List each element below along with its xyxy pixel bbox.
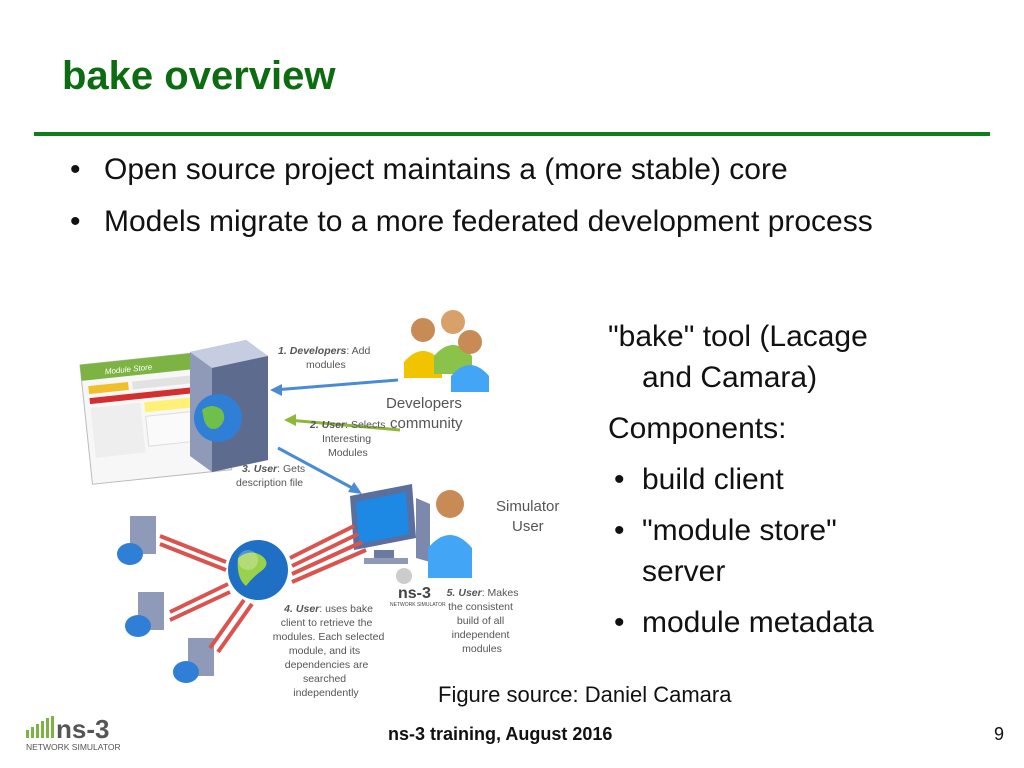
step2-label: 2.User: Selects Interesting Modules	[309, 419, 388, 459]
internet-globe-icon	[228, 540, 288, 600]
page-number: 9	[993, 724, 1004, 744]
slide-title: bake overview	[62, 54, 336, 98]
component-item: "module store" server	[608, 510, 872, 592]
arrow-globe-server1	[159, 534, 227, 564]
simulator-user-person-icon	[428, 490, 472, 578]
svg-text:NETWORK SIMULATOR: NETWORK SIMULATOR	[390, 602, 446, 608]
svg-text:ns-3: ns-3	[398, 585, 431, 602]
ns3-logo: ns-3 NETWORK SIMULATOR	[26, 714, 121, 752]
arrow-globe-server3	[208, 598, 246, 650]
developers-community-icon	[404, 310, 489, 392]
logo-text: ns-3	[56, 714, 109, 744]
developers-label-line2: community	[390, 415, 463, 432]
step4-label: 4.User: uses bake client to retrieve the…	[273, 603, 387, 699]
signal-bars-icon	[26, 716, 54, 738]
component-item: module metadata	[608, 602, 1008, 643]
footer-text: ns-3 training, August 2016	[388, 724, 613, 744]
bake-tool-description: "bake" tool (Lacage and Camara) Componen…	[608, 316, 1008, 653]
remote-server-icon	[117, 516, 156, 565]
remote-server-icon	[125, 592, 164, 637]
arrow-developers-to-server	[273, 378, 399, 392]
main-bullet-list: Open source project maintains a (more st…	[70, 152, 970, 256]
bullet-item: Models migrate to a more federated devel…	[70, 204, 894, 240]
logo-subtext: NETWORK SIMULATOR	[26, 742, 121, 752]
remote-server-icon	[173, 638, 214, 683]
bake-architecture-diagram: Module Store Developers community 1.Deve…	[79, 310, 559, 699]
simulator-label-line1: Simulator	[496, 498, 559, 515]
arrow-globe-computer	[289, 524, 355, 560]
step5-label: 5.User: Makes the consistent build of al…	[447, 587, 522, 655]
red-transfer-arrows	[159, 524, 367, 654]
arrow-get-description	[277, 446, 357, 492]
title-divider	[34, 132, 990, 136]
side-line: "bake" tool (Lacage	[608, 320, 868, 353]
components-heading: Components:	[608, 412, 787, 445]
bullet-item: Open source project maintains a (more st…	[70, 152, 970, 188]
step1-label: 1.Developers: Add modules	[278, 345, 373, 371]
ns3-small-logo: ns-3 NETWORK SIMULATOR	[390, 568, 446, 608]
arrow-user-selects	[287, 418, 401, 432]
figure-caption: Figure source: Daniel Camara	[438, 682, 732, 707]
step3-label: 3.User: Gets description file	[236, 463, 308, 489]
developers-label-line1: Developers	[386, 395, 462, 412]
module-server-icon	[190, 340, 268, 472]
simulator-user-computer-icon	[350, 484, 430, 564]
component-item: build client	[608, 459, 1008, 500]
arrow-globe-server2	[169, 582, 229, 614]
simulator-label-line2: User	[512, 518, 544, 535]
side-line: and Camara)	[642, 361, 818, 394]
